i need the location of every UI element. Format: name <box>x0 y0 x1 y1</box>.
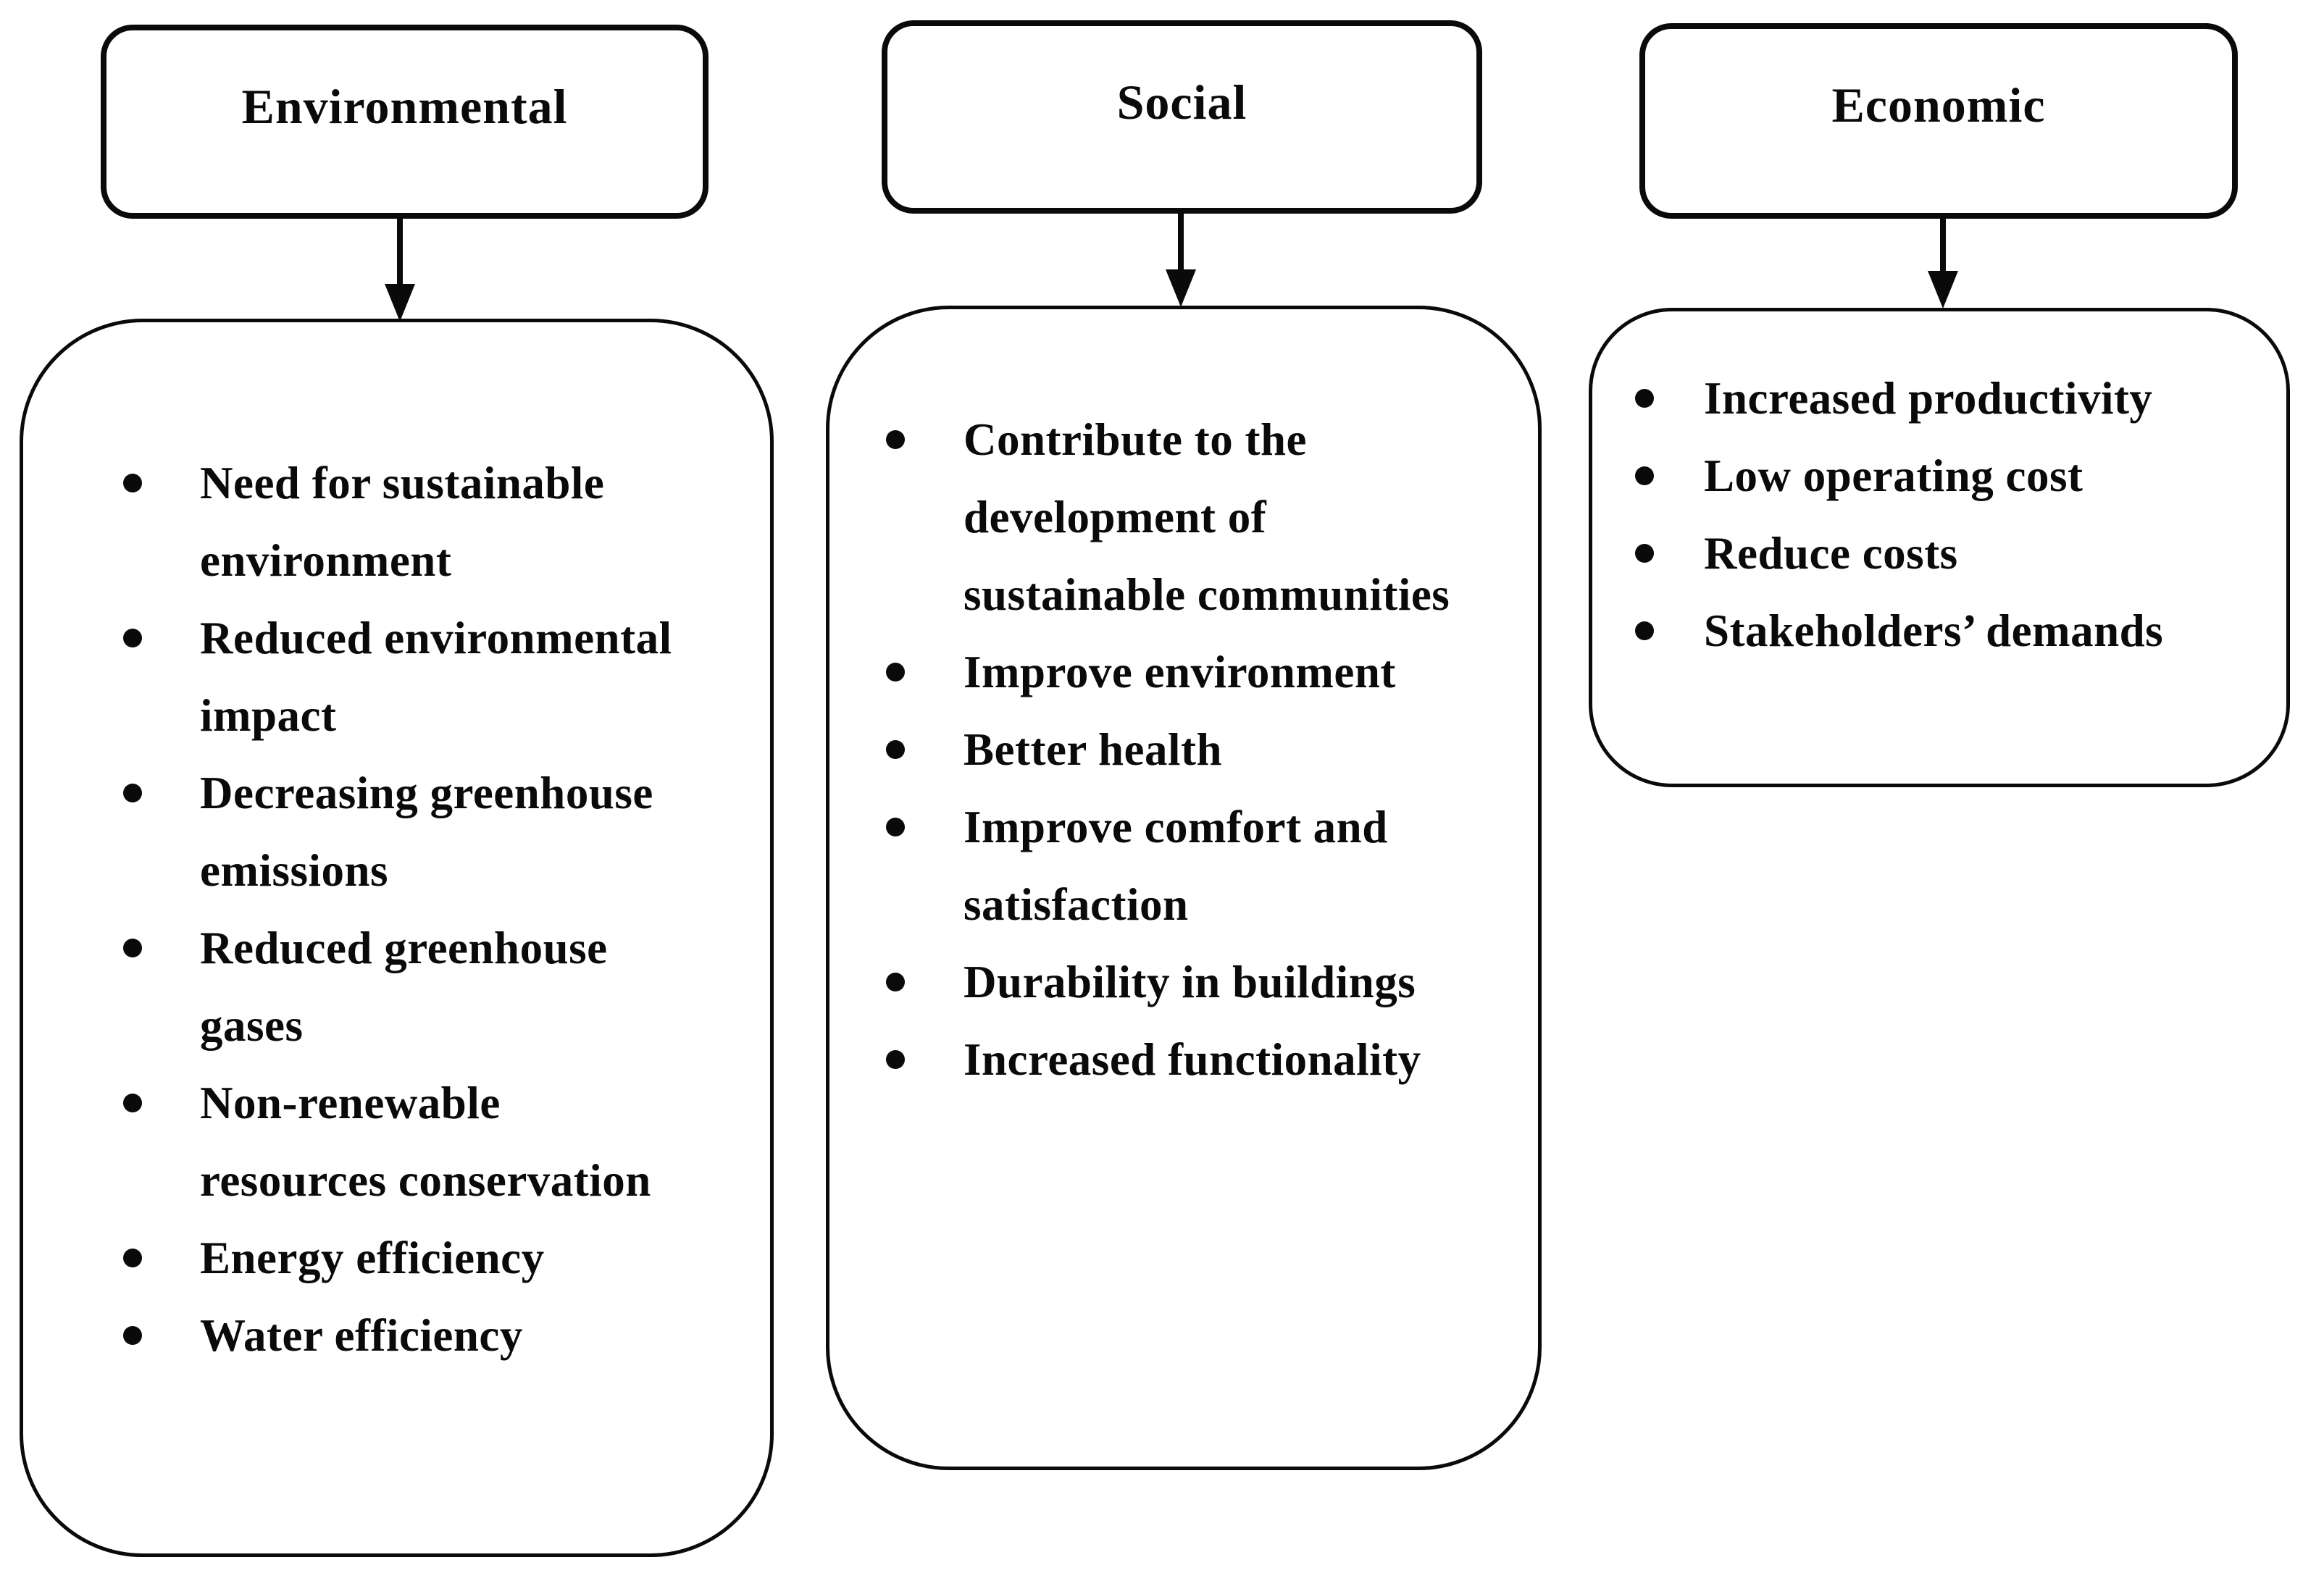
arrow-head-icon <box>1928 271 1958 309</box>
list-item: Low operating cost <box>1635 437 2272 515</box>
category-header-social: Social <box>882 20 1482 214</box>
arrow-shaft <box>1178 211 1184 277</box>
list-item: Reduce costs <box>1635 515 2272 592</box>
list-item: Stakeholders’ demands <box>1635 592 2272 670</box>
category-title-economic: Economic <box>1831 77 2046 133</box>
category-title-environmental: Environmental <box>241 79 568 134</box>
category-header-economic: Economic <box>1639 23 2238 219</box>
list-item: Water efficiency <box>123 1297 756 1375</box>
arrow-shaft <box>397 219 403 288</box>
list-item: Durability in buildings <box>886 944 1523 1021</box>
arrow-shaft <box>1940 219 1946 275</box>
arrow-head-icon <box>1166 269 1196 307</box>
list-item: Better health <box>886 711 1523 789</box>
category-title-social: Social <box>1116 75 1247 130</box>
list-item: Increased productivity <box>1635 360 2272 437</box>
list-item: Improve environment <box>886 634 1523 711</box>
list-item: Energy efficiency <box>123 1220 756 1297</box>
category-header-environmental: Environmental <box>101 25 709 219</box>
arrow-head-icon <box>385 284 415 322</box>
list-item: Increased functionality <box>886 1021 1523 1099</box>
